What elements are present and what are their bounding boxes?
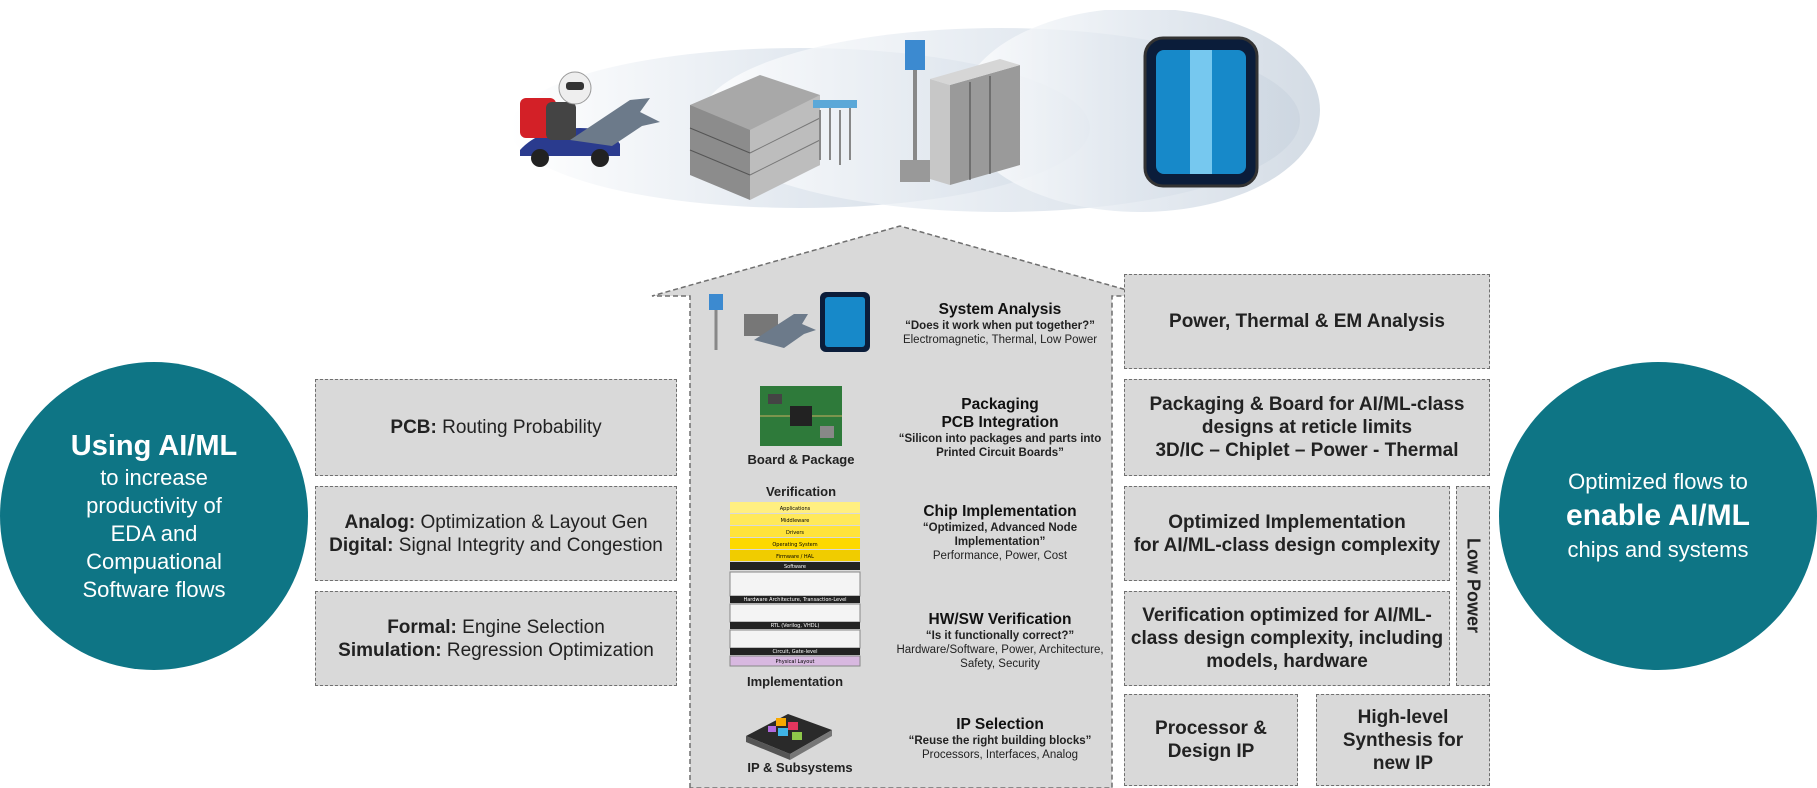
analog-text: Optimization & Layout Gen [415, 511, 648, 533]
stack-label: Firmware / HAL [776, 554, 814, 560]
stack-label: Applications [780, 506, 811, 512]
right-circle-line2: enable AI/ML [1566, 499, 1750, 532]
top-illustration [510, 10, 1320, 212]
left-circle-title: Using AI/ML [70, 430, 238, 462]
stack-label: Physical Layout [776, 659, 815, 665]
layer-chip-implementation: Chip Implementation “Optimized, Advanced… [922, 503, 1078, 562]
formal-simulation-box: Formal: Engine Selection Simulation: Reg… [315, 591, 677, 686]
left-circle-line: EDA and [110, 521, 198, 546]
digital-text: Signal Integrity and Congestion [393, 534, 663, 556]
packaging-board-box: Packaging & Board for AI/ML-class design… [1124, 379, 1490, 476]
jet-icon [570, 98, 660, 146]
processor-ip-box: Processor & Design IP [1124, 694, 1298, 786]
antenna-icon [813, 100, 857, 165]
stack-label: Drivers [786, 530, 804, 536]
ip-chip-illustration [746, 714, 832, 760]
verification-optimized-box: Verification optimized for AI/ML- class … [1124, 591, 1450, 686]
simulation-text: Regression Optimization [441, 639, 654, 661]
low-power-box: Low Power [1456, 486, 1490, 686]
power-thermal-box: Power, Thermal & EM Analysis [1124, 274, 1490, 369]
left-circle-line: to increase [100, 465, 208, 490]
layer-system-analysis: System Analysis “Does it work when put t… [902, 301, 1098, 346]
building-icon [689, 75, 821, 200]
optimized-implementation-box: Optimized Implementation for AI/ML-class… [1124, 486, 1450, 581]
stack-label: Middleware [781, 518, 810, 524]
left-circle-line: Software flows [82, 577, 226, 602]
right-circle: Optimized flows to enable AI/ML chips an… [1499, 362, 1817, 670]
stack-label: RTL (Verilog, VHDL) [771, 623, 820, 629]
hls-box: High-level Synthesis for new IP [1316, 694, 1490, 786]
stack-label: Operating System [772, 542, 817, 548]
formal-text: Engine Selection [456, 616, 605, 638]
right-circle-line3: chips and systems [1567, 537, 1749, 562]
left-circle-line: Compuational [86, 549, 222, 574]
phone-icon [520, 98, 576, 140]
left-circle-line: productivity of [86, 493, 222, 518]
analog-digital-box: Analog: Optimization & Layout Gen Digita… [315, 486, 677, 581]
system-analysis-illustration [709, 292, 870, 352]
simulation-label: Simulation: [338, 639, 442, 661]
stack-label: Hardware Architecture, Transaction-Level [743, 597, 846, 603]
server-rack-icon [930, 59, 1020, 185]
left-circle: Using AI/ML to increase productivity of … [0, 362, 308, 670]
board-package-caption: Board & Package [747, 452, 855, 467]
cell-tower-icon [900, 40, 930, 182]
pcb-label: PCB: [390, 417, 437, 438]
pcb-text: Routing Probability [436, 417, 602, 438]
verification-caption: Verification [765, 484, 837, 499]
implementation-caption: Implementation [746, 674, 844, 689]
layer-packaging: Packaging PCB Integration “Silicon into … [898, 396, 1102, 459]
stack-label: Software [784, 564, 806, 570]
layer-ip-selection: IP Selection “Reuse the right building b… [908, 716, 1092, 761]
digital-label: Digital: [329, 534, 394, 556]
right-circle-line1: Optimized flows to [1568, 469, 1748, 494]
robot-icon [558, 71, 592, 105]
circuit-board-illustration [760, 386, 842, 446]
layer-hw-sw-verification: HW/SW Verification “Is it functionally c… [896, 611, 1104, 670]
stack-label: Circuit, Gate-level [773, 649, 818, 655]
formal-label: Formal: [387, 616, 457, 638]
abstraction-stack-illustration: Applications Middleware Drivers Operatin… [729, 502, 861, 667]
ip-subsystems-caption: IP & Subsystems [747, 760, 853, 775]
data-center-icon [1143, 36, 1259, 188]
analog-label: Analog: [344, 511, 416, 533]
pcb-box: PCB: Routing Probability [315, 379, 677, 476]
